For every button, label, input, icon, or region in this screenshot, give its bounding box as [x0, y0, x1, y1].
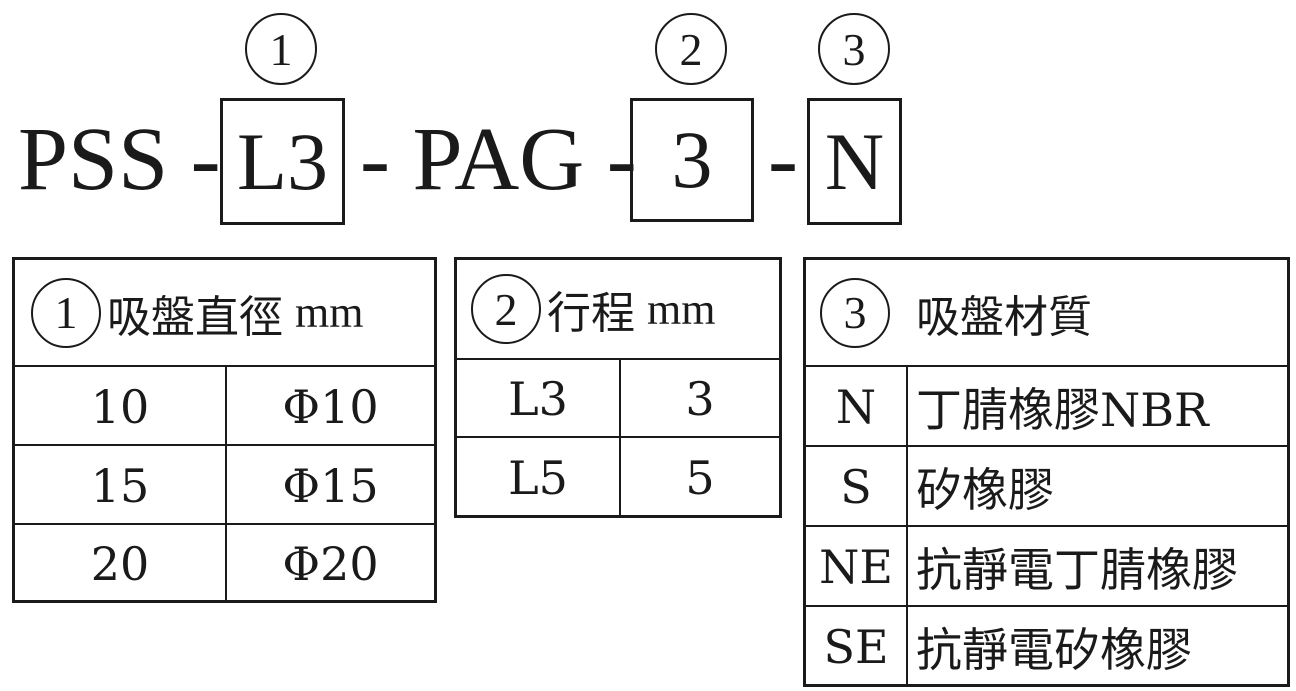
column-divider — [906, 527, 908, 607]
material-name-cell: 抗靜電丁腈橡膠 — [916, 543, 1238, 597]
material-name-cell: 丁腈橡膠NBR — [916, 383, 1209, 437]
stroke-value-cell: 5 — [685, 450, 715, 505]
table-row: L3 3 — [457, 358, 779, 438]
diameter-table-title: 吸盤直徑 — [107, 291, 283, 343]
table-row: S 矽橡膠 — [806, 445, 1287, 527]
table-row: SE 抗靜電矽橡膠 — [806, 605, 1287, 686]
marker-2-number: 2 — [679, 23, 703, 75]
marker-3-circle: 3 — [818, 13, 890, 85]
code-box-stroke-value: 3 — [671, 114, 713, 205]
material-code-cell: SE — [823, 619, 889, 674]
table-row: 20 Φ20 — [15, 523, 434, 602]
stroke-code-cell: L5 — [508, 450, 568, 505]
stroke-table-title: 行程 — [547, 288, 635, 339]
code-box-stroke: 3 — [630, 98, 754, 222]
diameter-table-unit: mm — [295, 288, 364, 337]
diameter-code-cell: 15 — [90, 458, 150, 513]
diameter-table-header: 1 吸盤直徑 mm — [15, 260, 434, 365]
stroke-table-unit: mm — [647, 284, 716, 334]
stroke-value-cell: 3 — [685, 372, 715, 426]
material-table-marker: 3 — [820, 277, 890, 348]
table-row: N 丁腈橡膠NBR — [806, 365, 1287, 447]
table-row: L5 5 — [457, 436, 779, 517]
code-box-size-value: L3 — [236, 115, 329, 207]
diameter-value-cell: Φ15 — [282, 458, 379, 513]
column-divider — [619, 438, 621, 517]
diameter-table-marker-number: 1 — [54, 287, 78, 338]
table-row: NE 抗靜電丁腈橡膠 — [806, 525, 1287, 607]
material-table-marker-number: 3 — [843, 287, 867, 338]
marker-2-circle: 2 — [655, 13, 727, 85]
code-prefix: PSS - — [18, 110, 221, 209]
column-divider — [225, 525, 227, 602]
code-box-material: N — [807, 98, 902, 225]
table-row: 10 Φ10 — [15, 365, 434, 446]
diameter-table-marker: 1 — [31, 277, 101, 348]
code-box-size: L3 — [220, 98, 345, 225]
marker-1-circle: 1 — [245, 13, 317, 85]
material-name-cell: 矽橡膠 — [916, 463, 1054, 517]
material-code-cell: S — [840, 460, 872, 514]
column-divider — [619, 360, 621, 438]
code-dash: - — [768, 110, 798, 209]
diameter-value-cell: Φ10 — [282, 379, 379, 434]
code-box-material-value: N — [824, 115, 885, 207]
column-divider — [906, 607, 908, 686]
column-divider — [225, 367, 227, 446]
diameter-table: 1 吸盤直徑 mm 10 Φ10 15 Φ15 20 Φ20 — [12, 257, 437, 603]
marker-1-number: 1 — [269, 23, 293, 75]
material-code-cell: NE — [819, 540, 893, 594]
code-middle: - PAG - — [360, 110, 637, 209]
column-divider — [906, 367, 908, 447]
diameter-code-cell: 20 — [90, 536, 150, 591]
stroke-table-marker: 2 — [471, 274, 541, 344]
stroke-table-header: 2 行程 mm — [457, 260, 779, 358]
material-table-title: 吸盤材質 — [916, 291, 1092, 343]
material-code-cell: N — [835, 380, 877, 434]
stroke-table: 2 行程 mm L3 3 L5 5 — [454, 257, 782, 518]
diameter-code-cell: 10 — [90, 379, 150, 434]
stroke-code-cell: L3 — [508, 372, 568, 426]
marker-3-number: 3 — [842, 23, 866, 75]
table-row: 15 Φ15 — [15, 444, 434, 525]
column-divider — [225, 446, 227, 525]
material-table: 3 吸盤材質 N 丁腈橡膠NBR S 矽橡膠 NE 抗靜電丁腈橡膠 SE 抗靜電… — [803, 257, 1290, 687]
material-table-header: 3 吸盤材質 — [806, 260, 1287, 365]
diameter-value-cell: Φ20 — [282, 536, 379, 591]
material-name-cell: 抗靜電矽橡膠 — [916, 622, 1192, 677]
stroke-table-marker-number: 2 — [494, 283, 518, 335]
column-divider — [906, 447, 908, 527]
